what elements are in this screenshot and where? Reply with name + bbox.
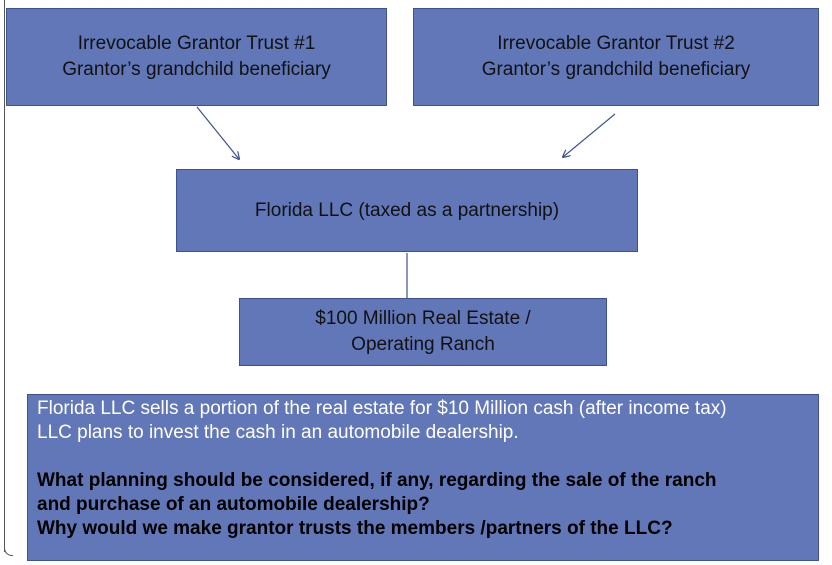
arrow-trust1-to-llc (196, 106, 239, 159)
scenario-note-2: LLC plans to invest the cash in an autom… (37, 422, 519, 443)
real-estate-line-1: $100 Million Real Estate / (315, 308, 531, 329)
slide-frame-corner (4, 545, 13, 556)
spacer (37, 445, 810, 469)
trust-2-box: Irrevocable Grantor Trust #2 Grantor’s g… (413, 8, 819, 106)
real-estate-box: $100 Million Real Estate / Operating Ran… (239, 298, 607, 366)
arrow-trust2-to-llc (563, 113, 616, 157)
question-1-line-1: What planning should be considered, if a… (37, 470, 717, 491)
question-2: Why would we make grantor trusts the mem… (37, 518, 673, 539)
question-1-line-2: and purchase of an automobile dealership… (37, 494, 430, 515)
real-estate-line-2: Operating Ranch (351, 334, 495, 355)
trust-1-title: Irrevocable Grantor Trust #1 (77, 33, 316, 54)
trust-2-beneficiary: Grantor’s grandchild beneficiary (481, 59, 751, 80)
florida-llc-label: Florida LLC (taxed as a partnership) (254, 199, 560, 221)
florida-llc-box: Florida LLC (taxed as a partnership) (176, 169, 638, 252)
scenario-note-1: Florida LLC sells a portion of the real … (37, 398, 727, 419)
trust-2-title: Irrevocable Grantor Trust #2 (497, 33, 735, 54)
trust-1-box: Irrevocable Grantor Trust #1 Grantor’s g… (6, 8, 387, 106)
discussion-textbox: Florida LLC sells a portion of the real … (27, 394, 819, 561)
trust-1-beneficiary: Grantor’s grandchild beneficiary (62, 59, 331, 80)
slide-frame-edge (4, 0, 5, 552)
